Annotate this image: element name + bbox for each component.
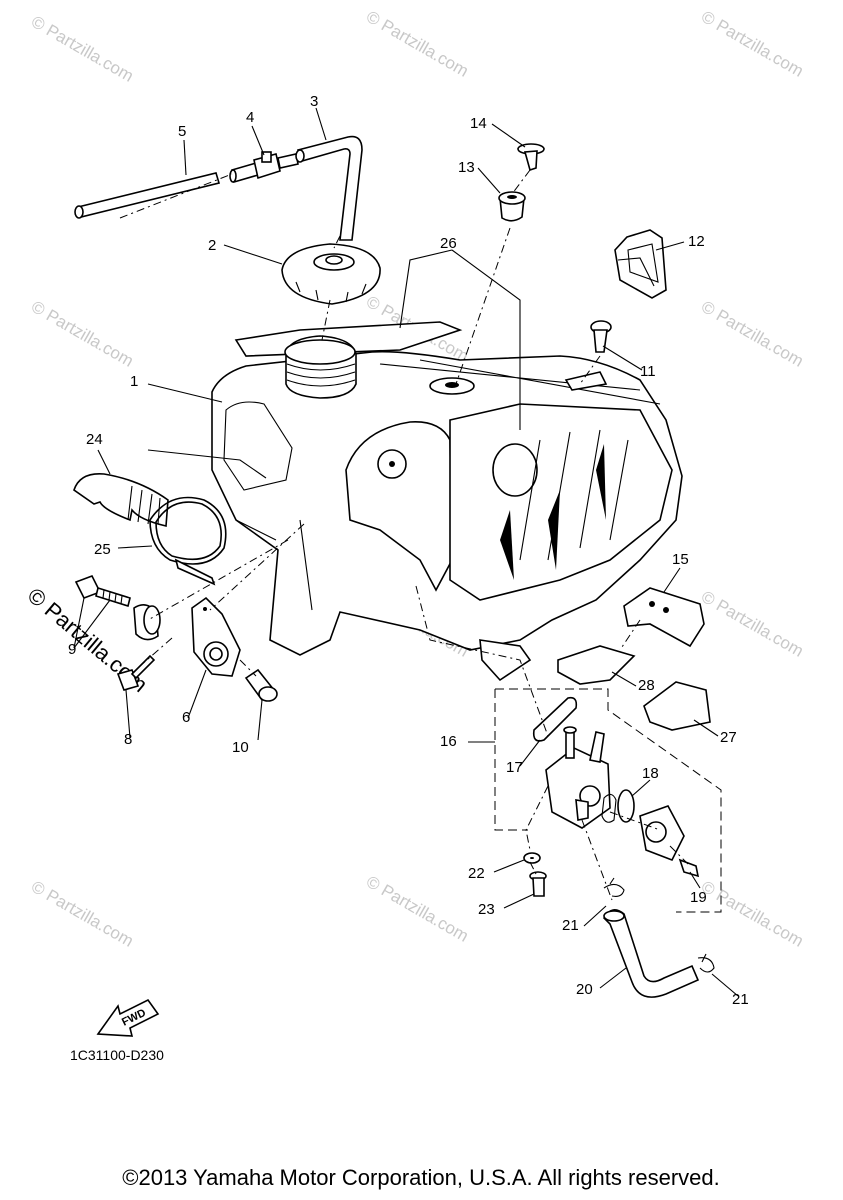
part-9-bolt bbox=[74, 574, 131, 608]
part-5-hose bbox=[74, 172, 221, 219]
part-22-washer bbox=[523, 852, 541, 864]
callout-2: 2 bbox=[208, 237, 216, 254]
part-21-clip-upper bbox=[603, 877, 625, 897]
callout-23: 23 bbox=[478, 901, 495, 918]
part-21-clip-lower bbox=[697, 953, 715, 973]
callout-13: 13 bbox=[458, 159, 475, 176]
watermark: © Partzilla.com bbox=[698, 877, 807, 951]
copyright-notice: ©2013 Yamaha Motor Corporation, U.S.A. A… bbox=[122, 1165, 719, 1190]
part-2-cap bbox=[281, 243, 381, 305]
callout-15: 15 bbox=[672, 551, 689, 568]
callout-24: 24 bbox=[86, 431, 103, 448]
watermark: © Partzilla.com bbox=[28, 877, 137, 951]
watermark: © Partzilla.com bbox=[363, 872, 472, 946]
part-4-valve bbox=[229, 151, 299, 184]
watermark: © Partzilla.com bbox=[28, 297, 137, 371]
part-20-hose bbox=[603, 909, 700, 998]
callout-12: 12 bbox=[688, 233, 705, 250]
callout-18: 18 bbox=[642, 765, 659, 782]
part-19-screw bbox=[678, 858, 700, 878]
part-3-hose bbox=[295, 135, 363, 241]
part-damper bbox=[133, 604, 161, 641]
callout-21: 21 bbox=[562, 917, 579, 934]
watermark: © Partzilla.com bbox=[698, 7, 807, 81]
part-24-strap bbox=[73, 473, 169, 527]
callout-19: 19 bbox=[690, 889, 707, 906]
callout-16: 16 bbox=[440, 733, 457, 750]
callout-9: 9 bbox=[68, 641, 76, 658]
callout-28: 28 bbox=[638, 677, 655, 694]
part-25-band bbox=[149, 496, 227, 586]
callout-26: 26 bbox=[440, 235, 457, 252]
part-6-bracket bbox=[191, 596, 241, 677]
callout-10: 10 bbox=[232, 739, 249, 756]
diagram-code: 1C31100-D230 bbox=[70, 1047, 164, 1063]
part-17-filter bbox=[532, 696, 578, 742]
part-8-bolt bbox=[116, 654, 156, 691]
part-23-screw bbox=[529, 871, 547, 897]
callout-14: 14 bbox=[470, 115, 487, 132]
part-11-bolt bbox=[590, 320, 612, 353]
callout-8: 8 bbox=[124, 731, 132, 748]
callout-1: 1 bbox=[130, 373, 138, 390]
watermark: © Partzilla.com bbox=[28, 12, 137, 86]
watermark: © Partzilla.com bbox=[698, 587, 807, 661]
part-28-pad bbox=[557, 645, 636, 685]
part-15-protector bbox=[623, 587, 705, 648]
watermark: © Partzilla.com bbox=[698, 297, 807, 371]
leader-lines bbox=[73, 107, 739, 997]
part-10-bolt bbox=[244, 668, 278, 702]
callout-5: 5 bbox=[178, 123, 186, 140]
part-13-collar bbox=[498, 191, 526, 222]
part-27-cover bbox=[643, 681, 711, 731]
callout-20: 20 bbox=[576, 981, 593, 998]
assembly-dash-lines bbox=[119, 169, 689, 901]
part-1-fuel-tank bbox=[211, 321, 683, 682]
part-lever bbox=[639, 805, 685, 862]
callout-17: 17 bbox=[506, 759, 523, 776]
part-18-o-ring bbox=[601, 789, 635, 823]
callout-21-lower: 21 bbox=[732, 991, 749, 1008]
part-16-group-box bbox=[494, 688, 722, 913]
watermark: © Partzilla.com bbox=[363, 7, 472, 81]
callout-3: 3 bbox=[310, 93, 318, 110]
callout-11: 11 bbox=[640, 363, 656, 380]
fwd-arrow-icon: FWD bbox=[96, 998, 160, 1037]
callout-27: 27 bbox=[720, 729, 737, 746]
part-14-screw bbox=[517, 143, 545, 172]
callout-labels: 1 2 3 4 5 6 8 9 10 11 12 13 14 15 16 17 … bbox=[68, 93, 749, 1008]
part-12-bracket bbox=[614, 229, 667, 299]
callout-22: 22 bbox=[468, 865, 485, 882]
callout-6: 6 bbox=[182, 709, 190, 726]
callout-4: 4 bbox=[246, 109, 254, 126]
part-16-fuel-cock bbox=[545, 726, 611, 829]
callout-25: 25 bbox=[94, 541, 111, 558]
